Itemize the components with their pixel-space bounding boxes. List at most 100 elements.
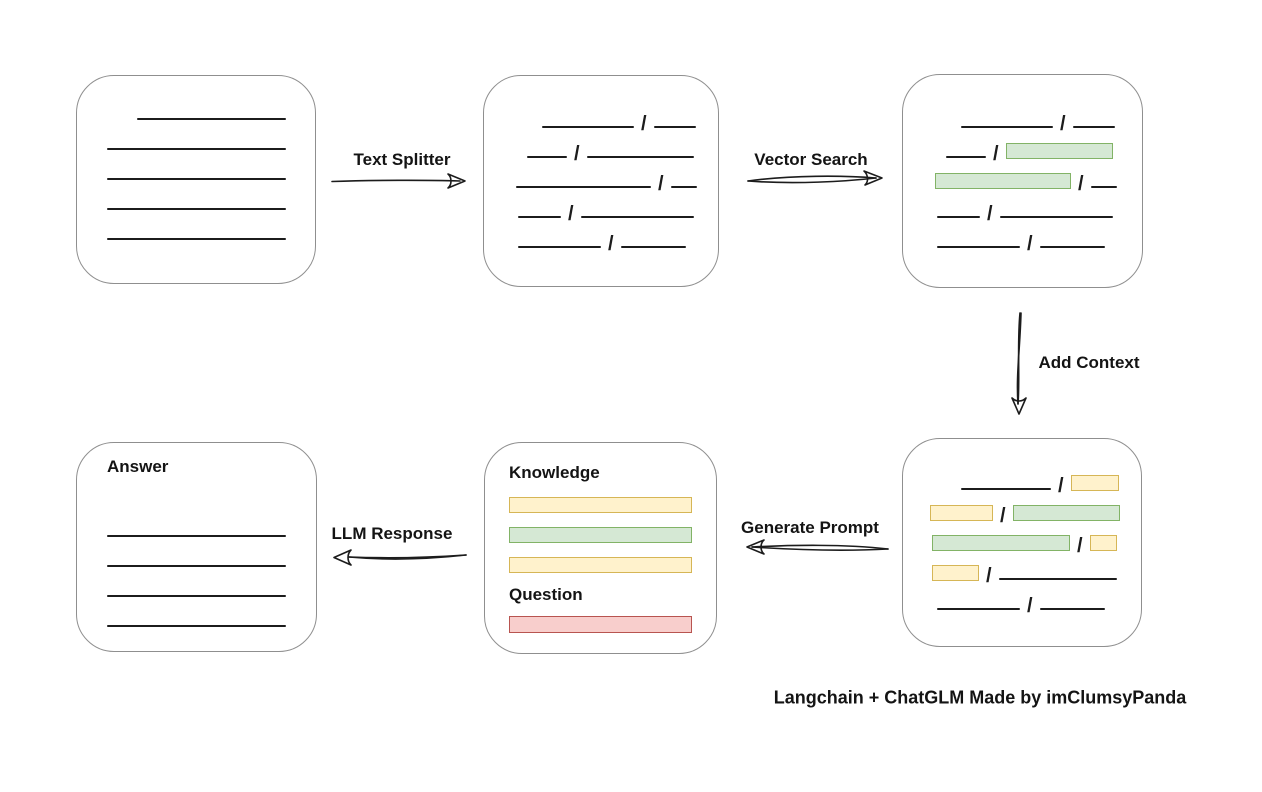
text-line	[107, 565, 286, 567]
text-line	[946, 156, 986, 158]
highlight-green	[1012, 505, 1120, 521]
chunk-row	[107, 181, 315, 211]
text-line	[937, 216, 980, 218]
generate-prompt-arrow	[746, 539, 889, 555]
answer-lines	[107, 508, 316, 628]
split-chunks-lines: /////	[509, 99, 718, 254]
highlight-yellow	[930, 505, 993, 521]
text-line	[518, 216, 561, 218]
highlight-yellow	[509, 497, 692, 513]
diagram-caption: Langchain + ChatGLM Made by imClumsyPand…	[773, 687, 1187, 708]
slash-mark: /	[658, 173, 664, 195]
llm-response-arrow	[333, 549, 467, 566]
slash-mark: /	[641, 113, 647, 135]
text-line	[516, 186, 651, 188]
text-line	[107, 595, 286, 597]
highlight-green	[1005, 143, 1113, 159]
text-line	[1072, 126, 1115, 128]
slash-mark: /	[987, 203, 993, 225]
slash-mark: /	[1078, 173, 1084, 195]
chunk-row: /	[928, 521, 1141, 556]
slash-mark: /	[608, 233, 614, 255]
generate-prompt-label: Generate Prompt	[741, 518, 879, 537]
text-line	[107, 535, 286, 537]
chunk-row: /	[509, 159, 718, 194]
chunk-row	[107, 508, 316, 538]
matched-chunks-node: / / / / /	[902, 74, 1143, 288]
context-chunks-node: / / / / /	[902, 438, 1142, 647]
slash-mark: /	[574, 143, 580, 165]
text-line	[937, 246, 1020, 248]
text-line	[998, 578, 1117, 580]
slash-mark: /	[986, 565, 992, 587]
chunk-row	[107, 598, 316, 628]
text-line	[961, 488, 1051, 490]
answer-label: Answer	[107, 457, 169, 476]
matched-chunks-lines: / / / / /	[928, 99, 1142, 254]
text-line	[999, 216, 1113, 218]
text-line	[518, 246, 601, 248]
chunk-row: /	[928, 129, 1142, 164]
text-line	[107, 238, 286, 240]
slash-mark: /	[1027, 233, 1033, 255]
text-line	[1039, 246, 1105, 248]
highlight-green	[509, 527, 692, 543]
vector-search-arrow	[747, 170, 883, 186]
highlight-red	[509, 616, 692, 633]
chunk-row	[107, 91, 315, 121]
slash-mark: /	[993, 143, 999, 165]
chunk-row: /	[928, 581, 1141, 616]
chunk-row: /	[928, 189, 1142, 224]
text-line	[527, 156, 567, 158]
chunk-row	[509, 543, 692, 573]
question-bars	[509, 605, 692, 633]
text-line	[107, 178, 286, 180]
chunk-row	[509, 513, 692, 543]
chunk-row: /	[928, 461, 1141, 496]
chunk-row	[107, 121, 315, 151]
chunk-row: /	[509, 189, 718, 224]
chunk-row: /	[928, 219, 1142, 254]
highlight-yellow	[932, 565, 979, 581]
slash-mark: /	[1060, 113, 1066, 135]
knowledge-bars	[509, 483, 692, 573]
add-context-label: Add Context	[1038, 353, 1140, 372]
chunk-row	[107, 151, 315, 181]
text-line	[653, 126, 696, 128]
chunk-row: /	[509, 99, 718, 134]
vector-search-label: Vector Search	[754, 150, 868, 169]
chunk-row: /	[509, 129, 718, 164]
highlight-green	[935, 173, 1071, 189]
answer-node: Answer	[76, 442, 317, 652]
text-line	[1090, 186, 1117, 188]
chunk-row	[107, 211, 315, 241]
chunk-row	[509, 605, 692, 633]
llm-response-label: LLM Response	[331, 524, 453, 543]
split-chunks-node: /////	[483, 75, 719, 287]
context-chunks-lines: / / / / /	[928, 461, 1141, 616]
chunk-row: /	[928, 491, 1141, 526]
chunk-row: /	[928, 99, 1142, 134]
highlight-yellow	[1070, 475, 1119, 491]
question-label: Question	[509, 585, 583, 604]
document-node	[76, 75, 316, 284]
slash-mark: /	[1077, 535, 1083, 557]
chunk-row	[509, 483, 692, 513]
highlight-yellow	[509, 557, 692, 573]
text-line	[620, 246, 686, 248]
document-lines	[107, 91, 315, 241]
chunk-row: /	[509, 219, 718, 254]
slash-mark: /	[1000, 505, 1006, 527]
slash-mark: /	[1027, 595, 1033, 617]
text-line	[961, 126, 1053, 128]
text-splitter-label: Text Splitter	[353, 150, 451, 169]
text-line	[586, 156, 694, 158]
text-line	[107, 148, 286, 150]
chunk-row	[107, 538, 316, 568]
text-line	[137, 118, 286, 120]
knowledge-label: Knowledge	[509, 463, 600, 482]
prompt-node: Knowledge Question	[484, 442, 717, 654]
text-line	[107, 625, 286, 627]
highlight-green	[932, 535, 1070, 551]
slash-mark: /	[1058, 475, 1064, 497]
